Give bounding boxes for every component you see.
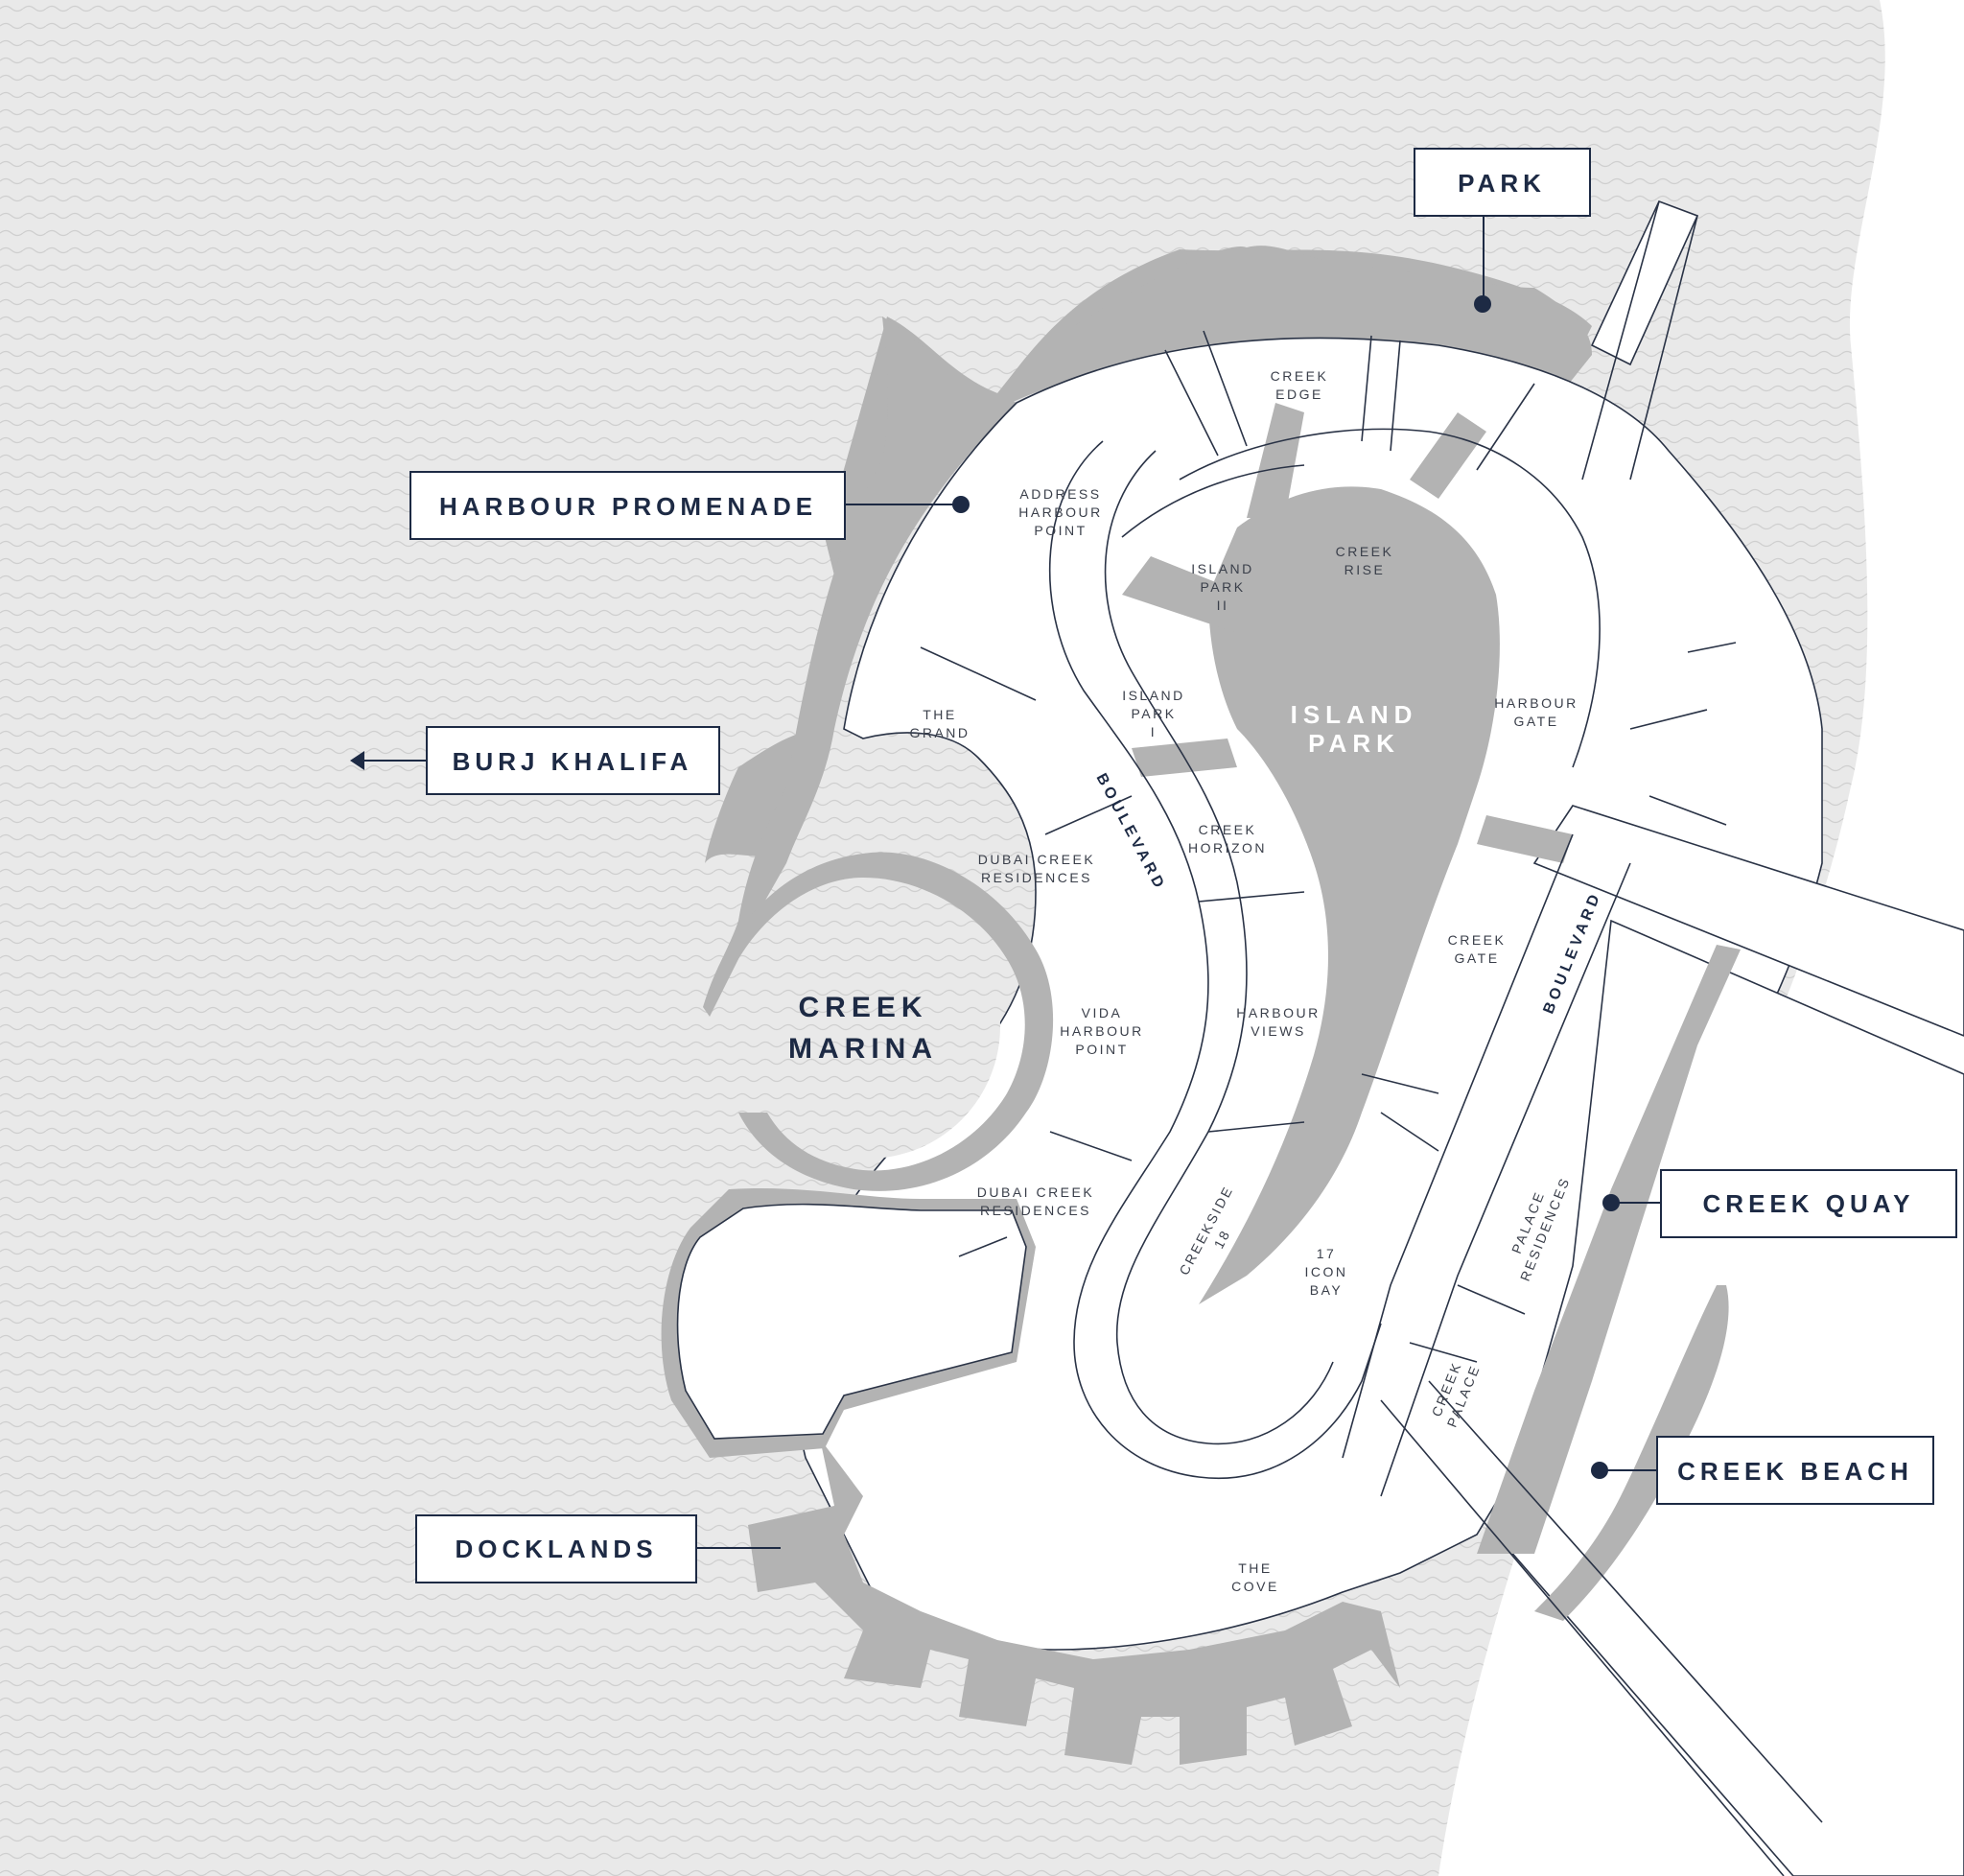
callout-park[interactable]: PARK [1414,148,1591,313]
boulevard-curve-inner [1104,450,1334,1445]
plot-the-cove-1: THE [1238,1560,1273,1576]
plot-creek-rise-1: CREEK [1336,544,1394,559]
east-land-strip [1495,919,1964,1876]
plot-island-park-i-3: I [1151,724,1157,739]
callout-docklands[interactable]: DOCKLANDS [415,1514,781,1583]
plot-vida-1: VIDA [1082,1005,1123,1020]
west-shore-green [705,317,1017,1007]
plot-creek-horizon-2: HORIZON [1188,840,1267,856]
callout-creek-quay-label: CREEK QUAY [1703,1189,1915,1218]
plot-creek-gate-2: GATE [1454,950,1499,966]
inner-ring-road [1121,428,1601,768]
pin-icon [1474,295,1491,313]
callout-harbour-promenade-label: HARBOUR PROMENADE [439,492,817,521]
north-road-edge [1581,200,1698,481]
pin-icon [952,496,970,513]
callout-harbour-promenade[interactable]: HARBOUR PROMENADE [409,471,970,540]
plot-the-cove-2: COVE [1231,1579,1279,1594]
docklands-basin-water [676,1203,1027,1440]
callout-creek-quay[interactable]: CREEK QUAY [1602,1169,1957,1238]
plot-harbour-views-1: HARBOUR [1236,1005,1321,1020]
plot-the-grand-2: GRAND [909,725,970,740]
plot-island-park-i-1: ISLAND [1122,688,1185,703]
plot-address-1: ADDRESS [1019,486,1101,502]
plot-harbour-gate-1: HARBOUR [1494,695,1578,711]
callout-park-label: PARK [1458,169,1546,198]
east-boulevard-edge-1 [1342,833,1574,1459]
lower-diagonal-road [1380,1380,1823,1876]
plot-harbour-views-2: VIEWS [1251,1023,1306,1039]
callout-burj-khalifa-label: BURJ KHALIFA [453,747,693,776]
plot-address-2: HARBOUR [1018,504,1103,520]
arrow-left-icon [350,751,364,770]
plot-vida-2: HARBOUR [1060,1023,1144,1039]
plot-dcr-south-1: DUBAI CREEK [977,1184,1094,1200]
plot-dcr-north-1: DUBAI CREEK [978,852,1095,867]
plot-creek-gate-1: CREEK [1448,932,1507,948]
plot-island-park-ii-2: PARK [1200,579,1245,595]
plot-island-park-i-2: PARK [1131,706,1176,721]
pin-icon [1591,1462,1608,1479]
callout-creek-beach[interactable]: CREEK BEACH [1591,1436,1934,1505]
creek-marina-basin [736,894,1000,1159]
plot-the-grand-1: THE [923,707,957,722]
plot-creek-edge-2: EDGE [1275,387,1323,402]
plot-icon-bay-2: ICON [1305,1264,1348,1279]
plot-vida-3: POINT [1075,1042,1128,1057]
plot-dividers [920,330,1737,1363]
plot-icon-bay-3: BAY [1310,1282,1343,1298]
east-boulevard-edge-2 [1380,862,1631,1497]
plot-creek-rise-2: RISE [1344,562,1386,577]
island-park-green [1199,486,1500,1305]
creek-beach-green [1534,1285,1729,1621]
callout-burj-khalifa[interactable]: BURJ KHALIFA [350,726,720,795]
plot-island-park-ii-1: ISLAND [1191,561,1254,576]
callout-docklands-label: DOCKLANDS [455,1535,657,1563]
plot-island-park-ii-3: II [1217,598,1229,613]
docklands-breakwater [748,1439,1400,1765]
pin-icon [1602,1194,1620,1211]
plot-address-3: POINT [1034,523,1087,538]
plot-icon-bay-1: 17 [1317,1246,1337,1261]
plot-creek-edge-1: CREEK [1271,368,1329,384]
callout-creek-beach-label: CREEK BEACH [1677,1457,1913,1486]
plot-dcr-south-2: RESIDENCES [980,1203,1091,1218]
boulevard-curve [1048,440,1382,1479]
plot-harbour-gate-2: GATE [1513,714,1558,729]
plot-creek-horizon-1: CREEK [1199,822,1257,837]
creek-quay-green [1477,945,1741,1554]
plot-dcr-north-2: RESIDENCES [981,870,1092,885]
